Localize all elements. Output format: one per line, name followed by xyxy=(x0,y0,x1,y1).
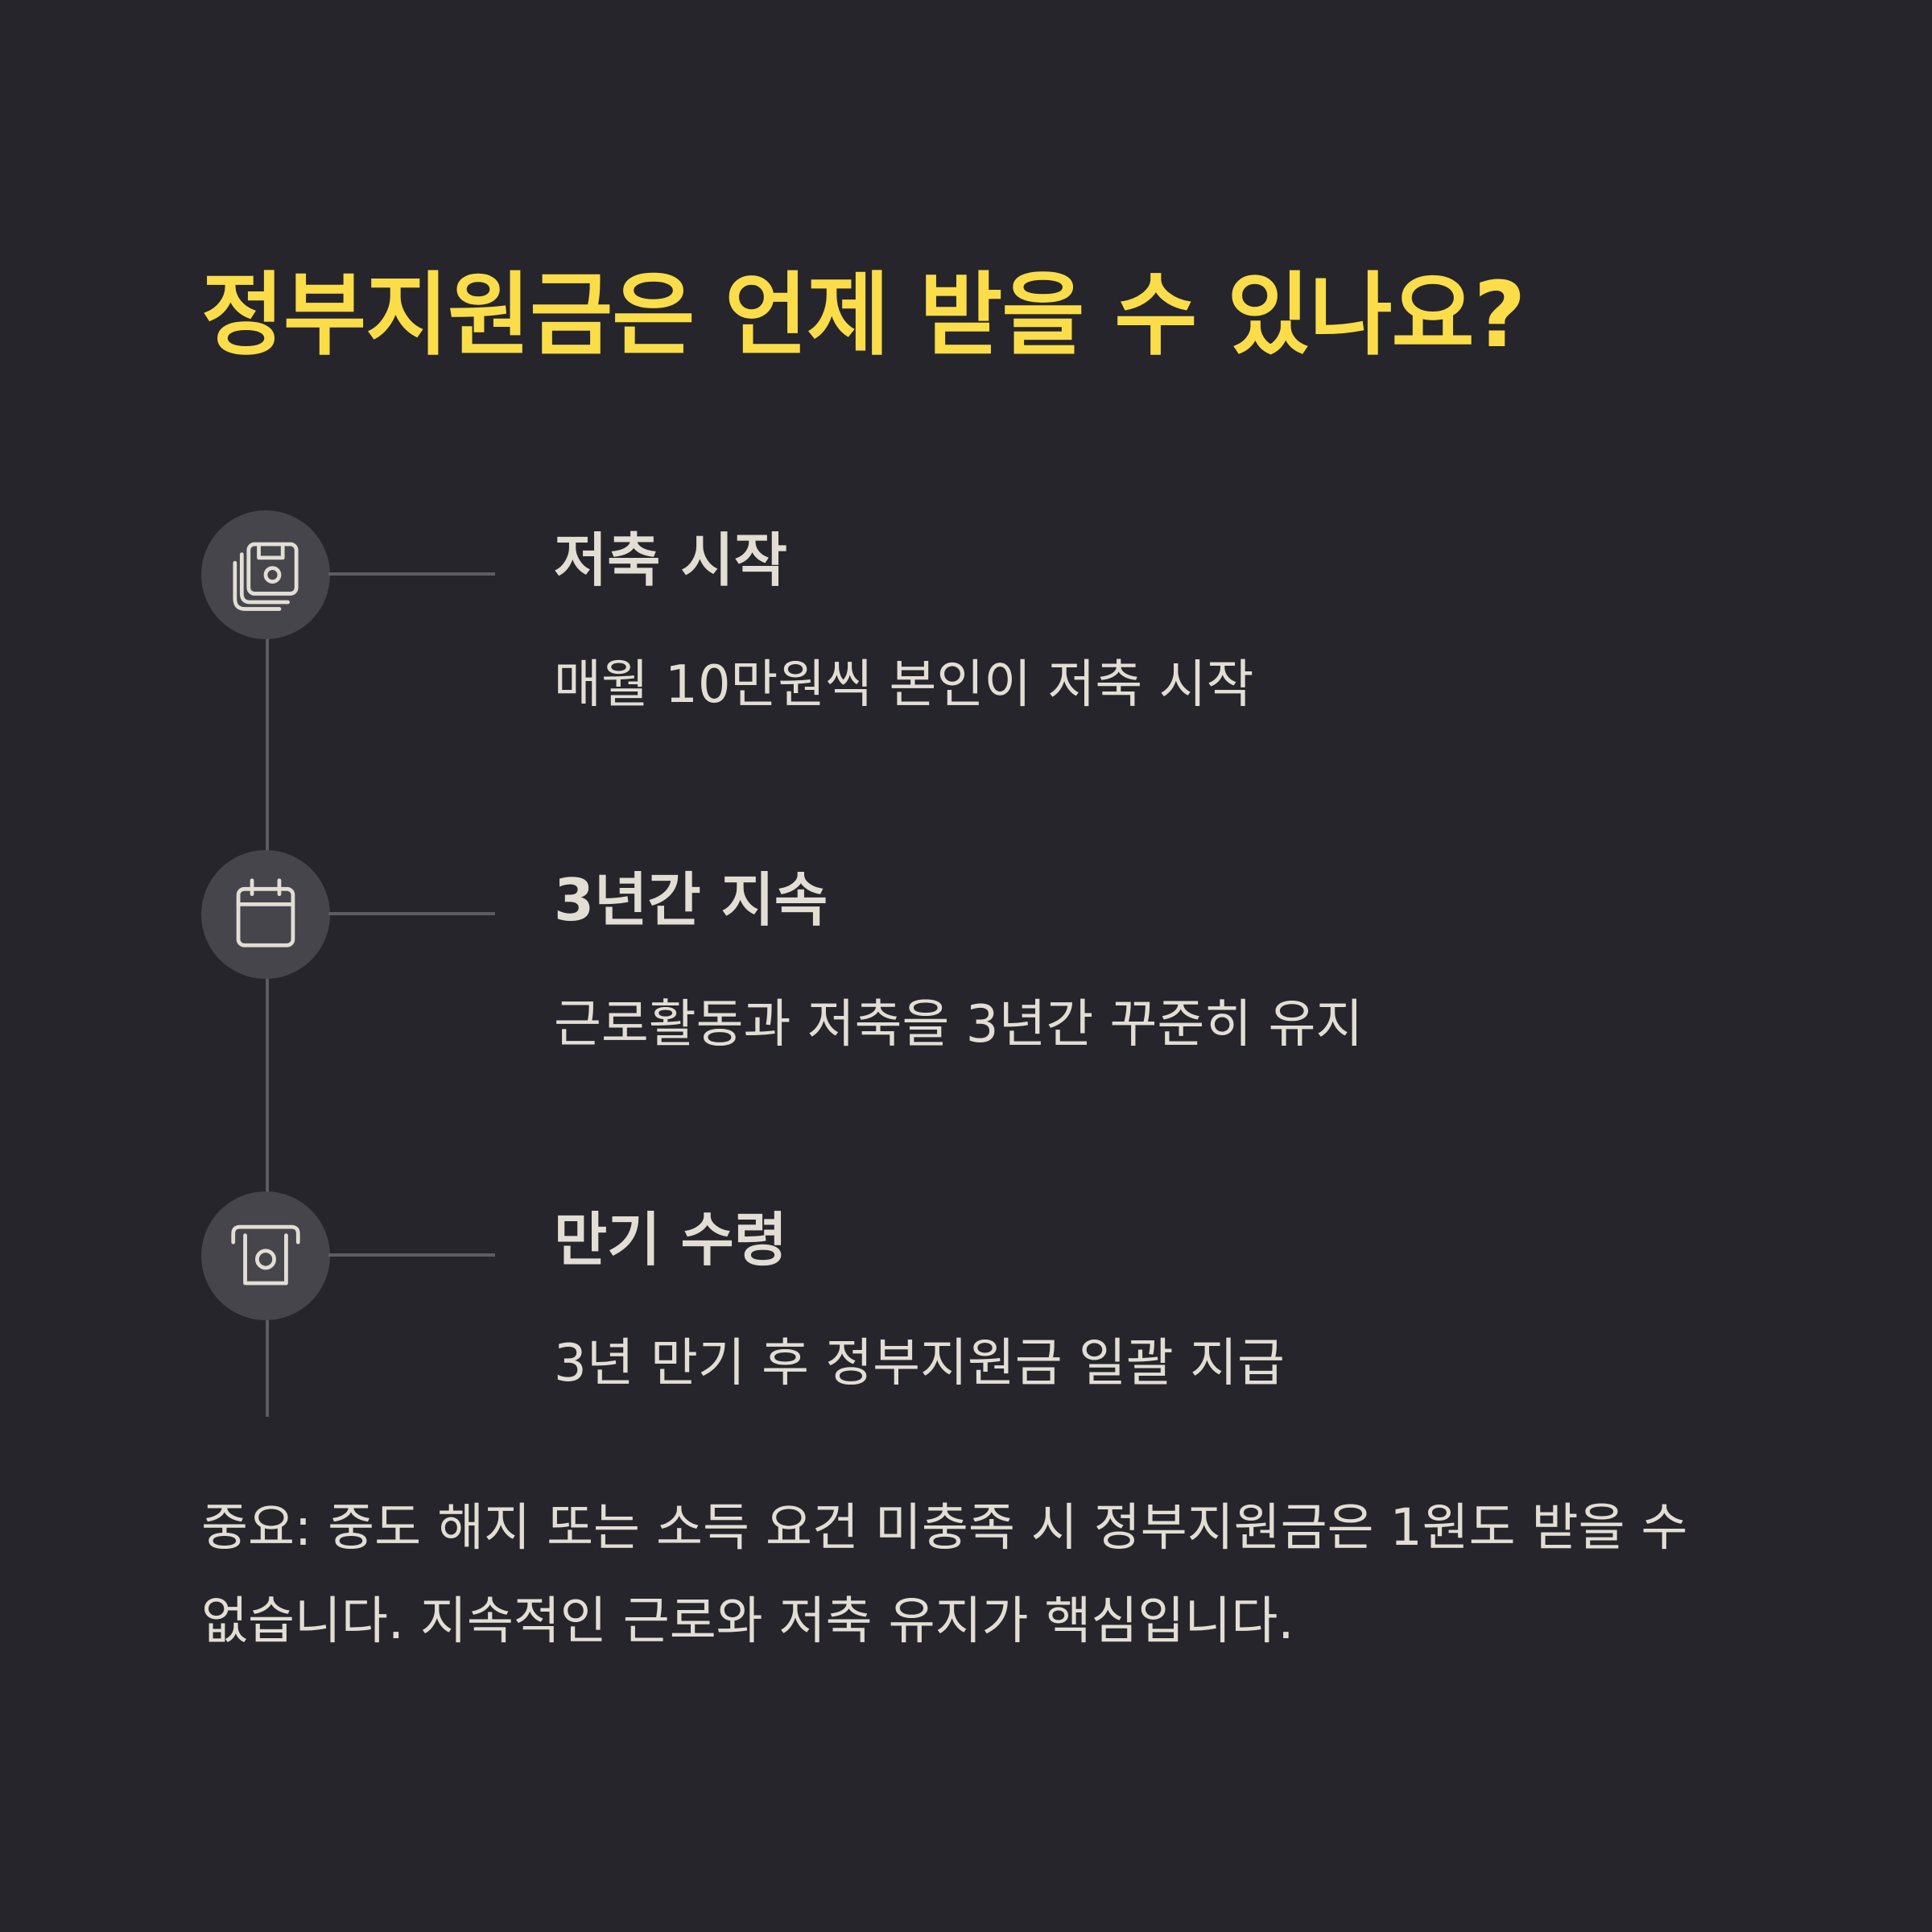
timeline-connector xyxy=(266,976,269,1195)
savings-icon xyxy=(223,530,308,619)
step-description: 3년 만기 후 정부지원금 일괄 지급 xyxy=(554,1334,1285,1393)
step-icon-circle xyxy=(201,1191,330,1320)
important-note: 중요: 중도 해지 또는 소득 요건 미충족 시 정부지원금은 1원도 받을 수… xyxy=(201,1498,1688,1650)
step-title: 만기 수령 xyxy=(554,1206,788,1274)
step-icon-circle xyxy=(201,510,330,639)
step-title: 저축 시작 xyxy=(554,526,788,594)
page-title: 정부지원금은 언제 받을 수 있나요? xyxy=(201,263,1525,368)
step-icon-circle xyxy=(201,850,330,979)
step-connector xyxy=(328,572,495,576)
step-description: 근로활동과 저축을 3년간 꾸준히 유지 xyxy=(554,995,1364,1055)
timeline-connector xyxy=(266,636,269,852)
timeline-connector xyxy=(266,1318,269,1417)
step-description: 매월 10만원씩 본인이 저축 시작 xyxy=(554,655,1254,715)
step-connector xyxy=(328,912,495,915)
step-title: 3년간 지속 xyxy=(554,866,828,934)
cash-receive-icon xyxy=(223,1212,308,1300)
calendar-icon xyxy=(223,870,308,959)
step-connector xyxy=(328,1253,495,1257)
